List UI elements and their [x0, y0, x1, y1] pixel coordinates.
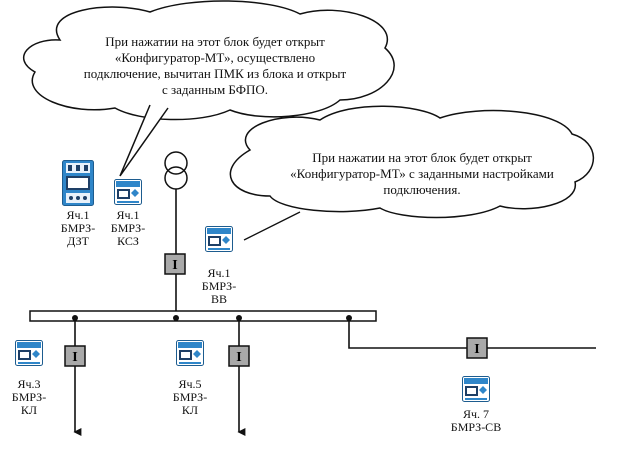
breaker-feeder-5[interactable]: I [228, 345, 250, 367]
device-label-dzt: Яч.1 БМРЗ- ДЗТ [52, 209, 104, 248]
callout-line: подключения. [383, 182, 461, 197]
label-line: БМРЗ- [60, 221, 96, 235]
device-label-kl5: Яч.5 БМРЗ- КЛ [164, 378, 216, 417]
label-line: Яч.5 [178, 377, 202, 391]
device-label-vv: Яч.1 БМРЗ- ВВ [193, 267, 245, 306]
device-label-sv7: Яч. 7 БМРЗ-СВ [440, 408, 512, 434]
device-bmrz-dzt-icon[interactable] [62, 160, 94, 206]
device-bmrz-kl3-icon[interactable] [15, 340, 43, 366]
junction-dot [346, 315, 352, 321]
callout-pointer-right [243, 211, 301, 241]
device-bmrz-ksz-icon[interactable] [114, 179, 142, 205]
label-line: Яч.1 [66, 208, 90, 222]
callout-line: с заданным БФПО. [162, 82, 268, 97]
callout-line: «Конфигуратор-МТ», осуществлено [114, 50, 316, 65]
label-line: КЛ [20, 403, 38, 417]
callout-cloud-top [22, 0, 395, 177]
label-line: КЛ [181, 403, 199, 417]
label-line: БМРЗ- [201, 279, 237, 293]
label-line: Яч.1 [116, 208, 140, 222]
junction-dot [236, 315, 242, 321]
device-label-kl3: Яч.3 БМРЗ- КЛ [3, 378, 55, 417]
svg-text:I: I [72, 350, 77, 365]
svg-text:I: I [236, 350, 241, 365]
breaker-incoming[interactable]: I [164, 253, 186, 275]
label-line: Яч. 7 [462, 407, 490, 421]
callout-text-right: При нажатии на этот блок будет открыт «К… [262, 150, 582, 198]
callout-text-top: При нажатии на этот блок будет открыт «К… [60, 34, 370, 98]
junction-dot [72, 315, 78, 321]
label-line: БМРЗ- [172, 390, 208, 404]
device-bmrz-sv7-icon[interactable] [462, 376, 490, 402]
junction-dot [173, 315, 179, 321]
label-line: БМРЗ- [110, 221, 146, 235]
breaker-feeder-3[interactable]: I [64, 345, 86, 367]
svg-text:I: I [474, 342, 479, 357]
label-line: ДЗТ [67, 234, 89, 248]
device-bmrz-vv-icon[interactable] [205, 226, 233, 252]
transformer-symbol [164, 151, 188, 190]
label-line: КСЗ [117, 234, 139, 248]
bus-bar [29, 310, 377, 322]
label-line: Яч.3 [17, 377, 41, 391]
device-bmrz-kl5-icon[interactable] [176, 340, 204, 366]
label-line: Яч.1 [207, 266, 231, 280]
callout-cloud-right [229, 105, 595, 219]
device-label-ksz: Яч.1 БМРЗ- КСЗ [102, 209, 154, 248]
callout-line: При нажатии на этот блок будет открыт [312, 150, 532, 165]
svg-text:I: I [172, 258, 177, 273]
callout-line: При нажатии на этот блок будет открыт [105, 34, 325, 49]
breaker-sectional[interactable]: I [466, 337, 488, 359]
label-line: ВВ [210, 292, 227, 306]
sectional-line [348, 318, 596, 349]
label-line: БМРЗ- [11, 390, 47, 404]
callout-line: «Конфигуратор-МТ» с заданными настройкам… [290, 166, 554, 181]
callout-line: подключение, вычитан ПМК из блока и откр… [83, 66, 347, 81]
label-line: БМРЗ-СВ [450, 420, 502, 434]
